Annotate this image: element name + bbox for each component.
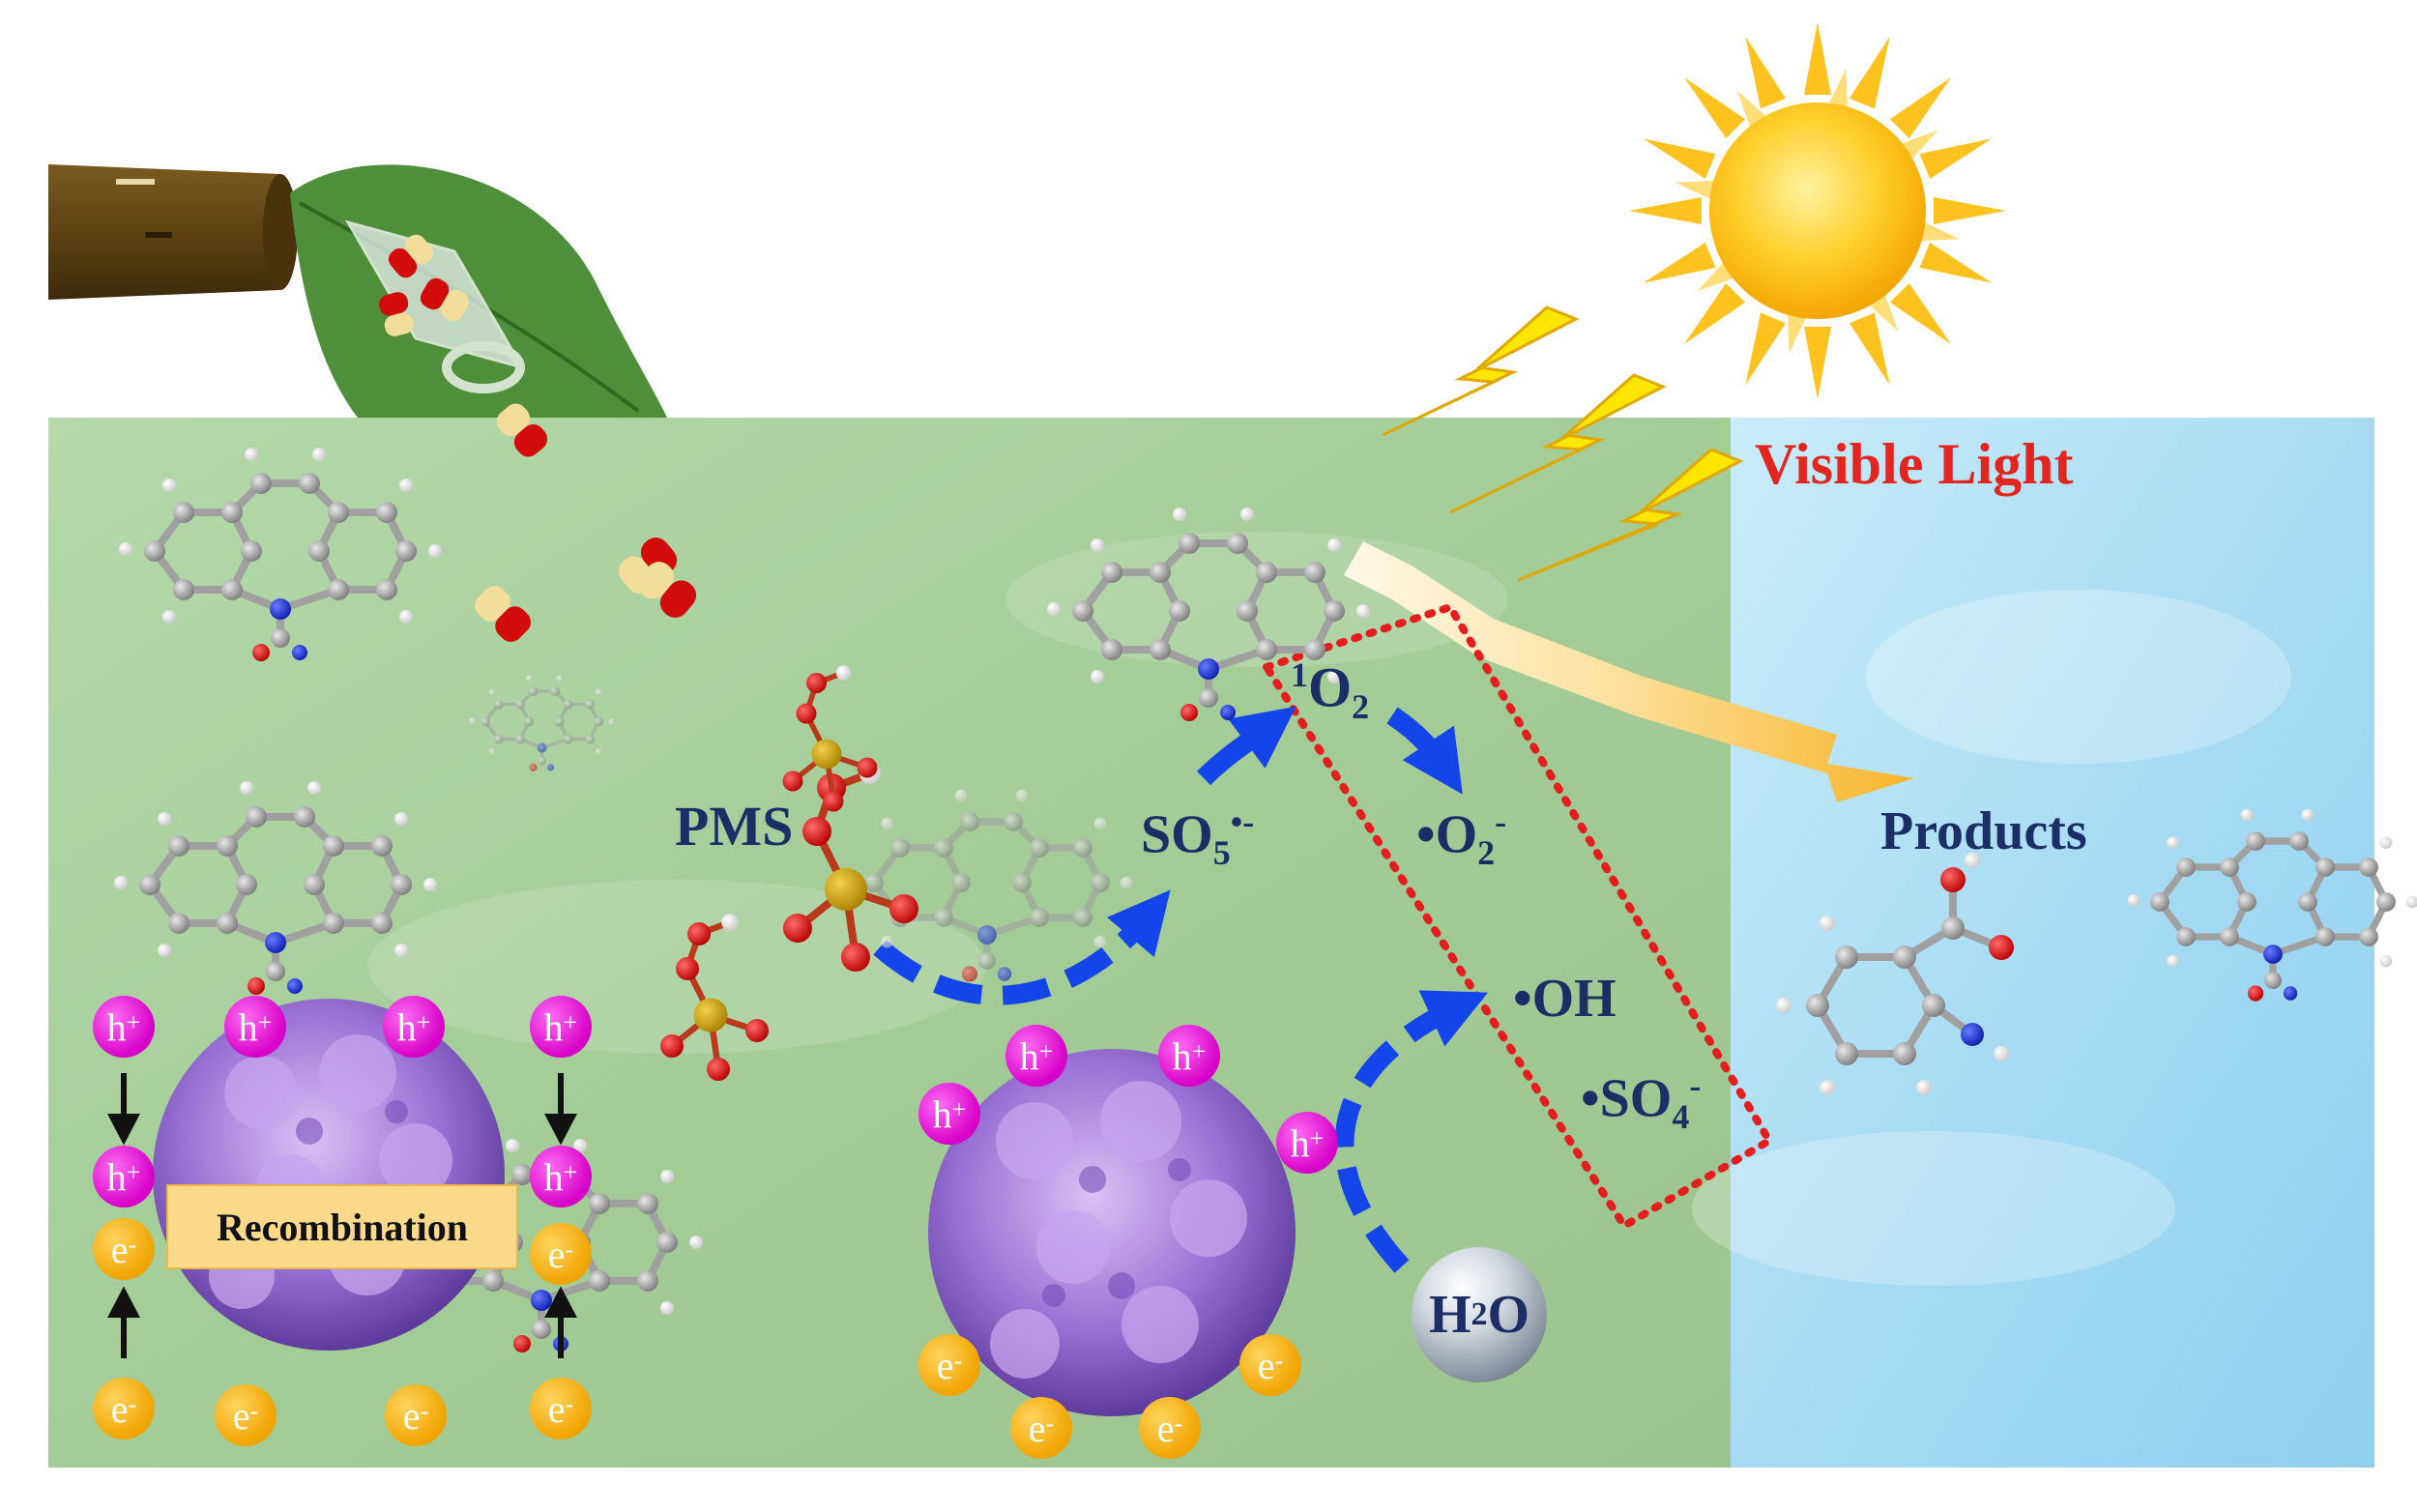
pill-capsule-icon <box>379 234 697 642</box>
singlet-oxygen-label: 1O2 <box>1291 655 1370 726</box>
dashed-arrow-icon <box>873 706 1489 1273</box>
sulfate-radical-label: •SO4- <box>1581 1066 1702 1136</box>
electron-carrier: e- <box>918 1334 980 1396</box>
electron-carrier: e- <box>93 1218 155 1280</box>
transfer-arrow-icon <box>107 1073 577 1358</box>
electron-carrier: e- <box>1239 1334 1301 1396</box>
lightning-bolt-icon <box>1382 305 1744 582</box>
hole-carrier: h+ <box>93 996 155 1058</box>
hole-carrier: h+ <box>383 996 445 1058</box>
hole-carrier: h+ <box>224 996 286 1058</box>
electron-carrier: e- <box>1139 1397 1201 1459</box>
superoxide-label: •O2- <box>1416 802 1507 872</box>
product-molecule-icon <box>1776 853 2014 1095</box>
electron-carrier: e- <box>530 1378 592 1439</box>
reactive-species-box <box>1260 602 1775 1232</box>
so5-radical-label: SO5•- <box>1141 802 1255 872</box>
hydroxyl-radical-label: •OH <box>1513 969 1616 1029</box>
pipe-icon <box>48 164 298 300</box>
electron-carrier: e- <box>385 1384 447 1446</box>
hole-carrier: h+ <box>530 996 592 1058</box>
hole-carrier: h+ <box>1158 1025 1220 1087</box>
electron-carrier: e- <box>215 1384 277 1446</box>
visible-light-label: Visible Light <box>1755 432 2074 496</box>
treated-water-panel <box>1731 418 2374 1468</box>
hole-carrier: h+ <box>530 1146 592 1207</box>
recombination-label: Recombination <box>166 1184 518 1269</box>
electron-carrier: e- <box>93 1378 155 1439</box>
hole-carrier: h+ <box>93 1146 155 1207</box>
hole-carrier: h+ <box>1005 1025 1067 1087</box>
hole-carrier: h+ <box>918 1083 980 1145</box>
electron-carrier: e- <box>530 1223 592 1285</box>
sun-icon <box>1629 22 2006 399</box>
light-beam-icon <box>1344 541 1914 802</box>
electron-carrier: e- <box>1010 1397 1072 1459</box>
products-label: Products <box>1880 801 2087 861</box>
hole-carrier: h+ <box>1276 1112 1338 1174</box>
pms-label: PMS <box>675 795 794 858</box>
molecule-icon <box>119 448 442 661</box>
